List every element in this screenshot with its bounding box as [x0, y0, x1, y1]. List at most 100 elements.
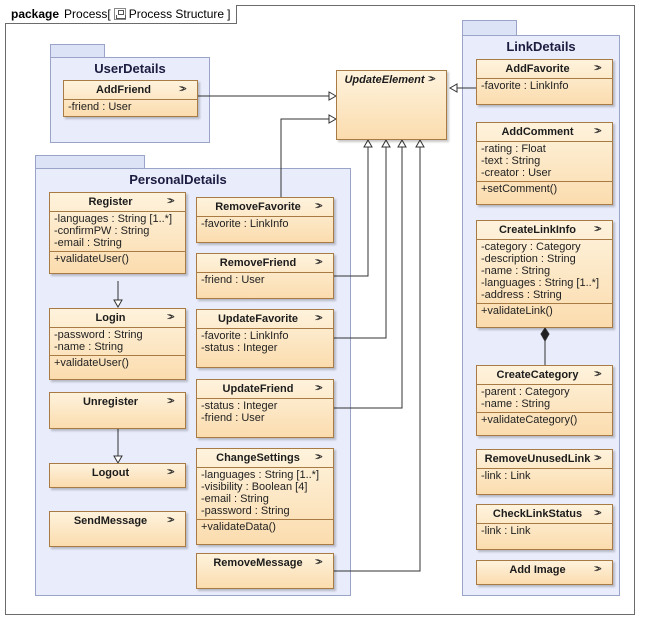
class-addimage[interactable]: Add Image >> — [476, 560, 613, 585]
attribute: -languages : String [1..*] — [481, 277, 600, 289]
class-name-createcategory: CreateCategory — [496, 369, 579, 381]
class-name-sendmessage: SendMessage — [73, 515, 148, 527]
class-name-changesettings: ChangeSettings — [216, 452, 300, 464]
attributes-login: -password : String -name : String — [50, 327, 185, 355]
operations-login: +validateUser() — [50, 355, 185, 371]
attribute: -languages : String [1..*] — [54, 213, 173, 225]
chevron-double-right-icon: >> — [167, 467, 175, 478]
attribute: -rating : Float — [481, 143, 546, 155]
attribute: -address : String — [481, 289, 562, 301]
attribute: -name : String — [481, 398, 551, 410]
attributes-addfriend: -friend : User — [64, 99, 197, 115]
attribute: -status : Integer — [201, 342, 278, 354]
chevron-double-right-icon: >> — [179, 84, 187, 95]
attributes-addfavorite: -favorite : LinkInfo — [477, 78, 612, 94]
chevron-double-right-icon: >> — [315, 452, 323, 463]
chevron-double-right-icon: >> — [315, 201, 323, 212]
attributes-removefavorite: -favorite : LinkInfo — [197, 216, 333, 232]
attributes-removeunusedlink: -link : Link — [477, 468, 612, 484]
operation: +validateData() — [201, 521, 276, 533]
class-removefavorite[interactable]: RemoveFavorite >> -favorite : LinkInfo — [196, 197, 334, 243]
class-updateelement[interactable]: UpdateElement >> — [336, 70, 447, 140]
attribute: -favorite : LinkInfo — [201, 218, 289, 230]
attribute: -password : String — [201, 505, 290, 517]
operations-register: +validateUser() — [50, 251, 185, 267]
chevron-double-right-icon: >> — [594, 564, 602, 575]
attribute: -category : Category — [481, 241, 581, 253]
chevron-double-right-icon: >> — [167, 196, 175, 207]
class-unregister[interactable]: Unregister >> — [49, 392, 186, 429]
attribute: -visibility : Boolean [4] — [201, 481, 308, 493]
operation: +validateUser() — [54, 253, 129, 265]
class-addfriend[interactable]: AddFriend >> -friend : User — [63, 80, 198, 117]
package-title-linkdetails: LinkDetails — [506, 39, 576, 54]
class-removemessage[interactable]: RemoveMessage >> — [196, 553, 334, 589]
class-changesettings[interactable]: ChangeSettings >> -languages : String [1… — [196, 448, 334, 545]
class-name-checklinkstatus: CheckLinkStatus — [492, 508, 583, 520]
chevron-double-right-icon: >> — [315, 557, 323, 568]
attributes-changesettings: -languages : String [1..*] -visibility :… — [197, 467, 333, 519]
attributes-updatefriend: -status : Integer -friend : User — [197, 398, 333, 426]
chevron-double-right-icon: >> — [315, 257, 323, 268]
chevron-double-right-icon: >> — [594, 126, 602, 137]
chevron-double-right-icon: >> — [315, 313, 323, 324]
class-name-updateelement: UpdateElement — [344, 74, 425, 86]
attribute: -text : String — [481, 155, 541, 167]
operation: +validateLink() — [481, 305, 553, 317]
class-login[interactable]: Login >> -password : String -name : Stri… — [49, 308, 186, 380]
package-title-personaldetails: PersonalDetails — [129, 172, 227, 187]
attribute: -link : Link — [481, 470, 531, 482]
class-name-removeunusedlink: RemoveUnusedLink — [484, 453, 591, 465]
attribute: -friend : User — [68, 101, 132, 113]
frame-package-name: Process — [64, 7, 108, 21]
class-removefriend[interactable]: RemoveFriend >> -friend : User — [196, 253, 334, 299]
operations-createcategory: +validateCategory() — [477, 412, 612, 428]
chevron-double-right-icon: >> — [594, 508, 602, 519]
attribute: -confirmPW : String — [54, 225, 150, 237]
attributes-removefriend: -friend : User — [197, 272, 333, 288]
attribute: -link : Link — [481, 525, 531, 537]
class-addfavorite[interactable]: AddFavorite >> -favorite : LinkInfo — [476, 59, 613, 105]
class-checklinkstatus[interactable]: CheckLinkStatus >> -link : Link — [476, 504, 613, 550]
class-name-addfavorite: AddFavorite — [505, 63, 570, 75]
class-name-removemessage: RemoveMessage — [213, 557, 303, 569]
class-updatefriend[interactable]: UpdateFriend >> -status : Integer -frien… — [196, 379, 334, 438]
class-name-updatefriend: UpdateFriend — [222, 383, 294, 395]
class-name-addimage: Add Image — [509, 564, 566, 576]
attribute: -description : String — [481, 253, 576, 265]
class-register[interactable]: Register >> -languages : String [1..*] -… — [49, 192, 186, 274]
diagram-icon — [113, 8, 126, 20]
class-name-logout: Logout — [91, 467, 130, 479]
class-logout[interactable]: Logout >> — [49, 463, 186, 488]
class-sendmessage[interactable]: SendMessage >> — [49, 511, 186, 547]
operations-createlinkinfo: +validateLink() — [477, 303, 612, 319]
frame-open-bracket: [ — [107, 7, 111, 21]
class-name-removefriend: RemoveFriend — [219, 257, 297, 269]
attributes-createlinkinfo: -category : Category -description : Stri… — [477, 239, 612, 303]
package-tab-linkdetails — [462, 20, 517, 36]
class-name-login: Login — [95, 312, 126, 324]
chevron-double-right-icon: >> — [167, 396, 175, 407]
class-name-addfriend: AddFriend — [96, 84, 151, 96]
attributes-updatefavorite: -favorite : LinkInfo -status : Integer — [197, 328, 333, 356]
attribute: -name : String — [54, 341, 124, 353]
class-createlinkinfo[interactable]: CreateLinkInfo >> -category : Category -… — [476, 220, 613, 328]
chevron-double-right-icon: >> — [167, 515, 175, 526]
class-name-removefavorite: RemoveFavorite — [215, 201, 301, 213]
class-name-register: Register — [88, 196, 133, 208]
class-removeunusedlink[interactable]: RemoveUnusedLink >> -link : Link — [476, 449, 613, 495]
attribute: -languages : String [1..*] — [201, 469, 320, 481]
class-addcomment[interactable]: AddComment >> -rating : Float -text : St… — [476, 122, 613, 205]
package-tab-userdetails — [50, 44, 105, 58]
attribute: -favorite : LinkInfo — [201, 330, 289, 342]
attributes-register: -languages : String [1..*] -confirmPW : … — [50, 211, 185, 251]
operation: +validateCategory() — [481, 414, 578, 426]
class-createcategory[interactable]: CreateCategory >> -parent : Category -na… — [476, 365, 613, 436]
attributes-createcategory: -parent : Category -name : String — [477, 384, 612, 412]
chevron-double-right-icon: >> — [315, 383, 323, 394]
attributes-checklinkstatus: -link : Link — [477, 523, 612, 539]
chevron-double-right-icon: >> — [594, 224, 602, 235]
operation: +setComment() — [481, 183, 558, 195]
class-updatefavorite[interactable]: UpdateFavorite >> -favorite : LinkInfo -… — [196, 309, 334, 368]
attribute: -password : String — [54, 329, 143, 341]
